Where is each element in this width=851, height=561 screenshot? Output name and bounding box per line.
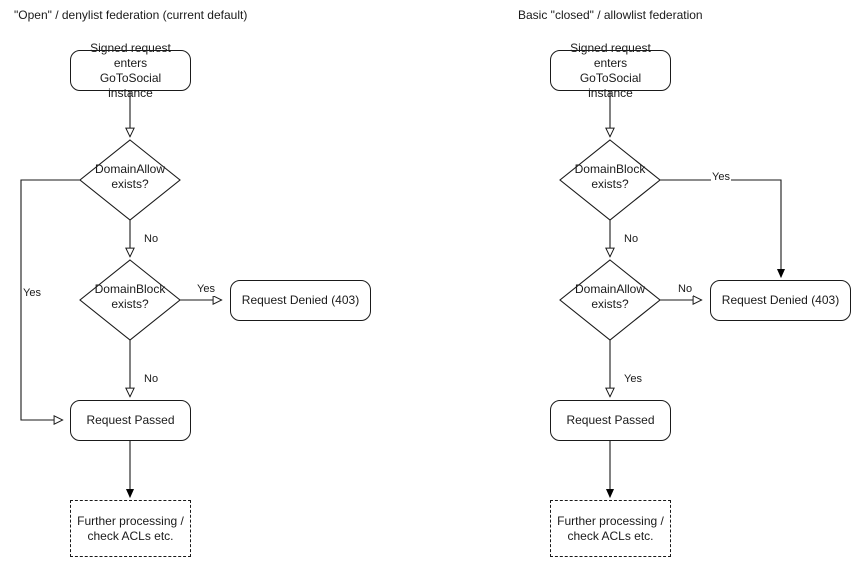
right-node-request-passed-label: Request Passed [566, 413, 655, 427]
left-edge-label-block-no: No [143, 373, 160, 386]
right-edge-label-allow-yes: Yes [623, 373, 643, 386]
left-node-further-processing-label: Further processing / check ACLs etc. [77, 513, 184, 543]
decision-left-domainallow [79, 139, 181, 221]
right-node-start: Signed request enters GoToSocial instanc… [550, 41, 671, 100]
edge-right-block-yes [660, 179, 781, 277]
left-node-start: Signed request enters GoToSocial instanc… [70, 41, 191, 100]
decision-right-domainblock [559, 139, 661, 221]
edge-left-allow-yes [20, 179, 80, 420]
right-diagram-title: Basic "closed" / allowlist federation [518, 8, 703, 22]
left-node-request-passed: Request Passed [70, 400, 191, 441]
right-edge-label-allow-no: No [677, 283, 694, 296]
left-edge-label-allow-no: No [143, 233, 160, 246]
left-node-request-denied: Request Denied (403) [230, 280, 371, 321]
right-node-request-passed: Request Passed [550, 400, 671, 441]
left-node-start-label: Signed request enters GoToSocial instanc… [90, 40, 171, 100]
right-node-further-processing: Further processing / check ACLs etc. [550, 500, 671, 557]
decision-left-domainblock [79, 259, 181, 341]
left-edge-label-allow-yes: Yes [22, 287, 42, 300]
right-node-request-denied: Request Denied (403) [710, 280, 851, 321]
left-node-request-passed-label: Request Passed [86, 413, 175, 427]
left-diagram-title: "Open" / denylist federation (current de… [14, 8, 248, 22]
left-node-further-processing: Further processing / check ACLs etc. [70, 500, 191, 557]
right-edge-label-block-no: No [623, 233, 640, 246]
left-node-request-denied-label: Request Denied (403) [241, 293, 360, 307]
decision-right-domainallow [559, 259, 661, 341]
right-node-start-label: Signed request enters GoToSocial instanc… [570, 40, 651, 100]
left-edge-label-block-yes: Yes [196, 283, 216, 296]
right-node-further-processing-label: Further processing / check ACLs etc. [557, 513, 664, 543]
right-edge-label-block-yes: Yes [711, 171, 731, 184]
right-node-request-denied-label: Request Denied (403) [721, 293, 840, 307]
